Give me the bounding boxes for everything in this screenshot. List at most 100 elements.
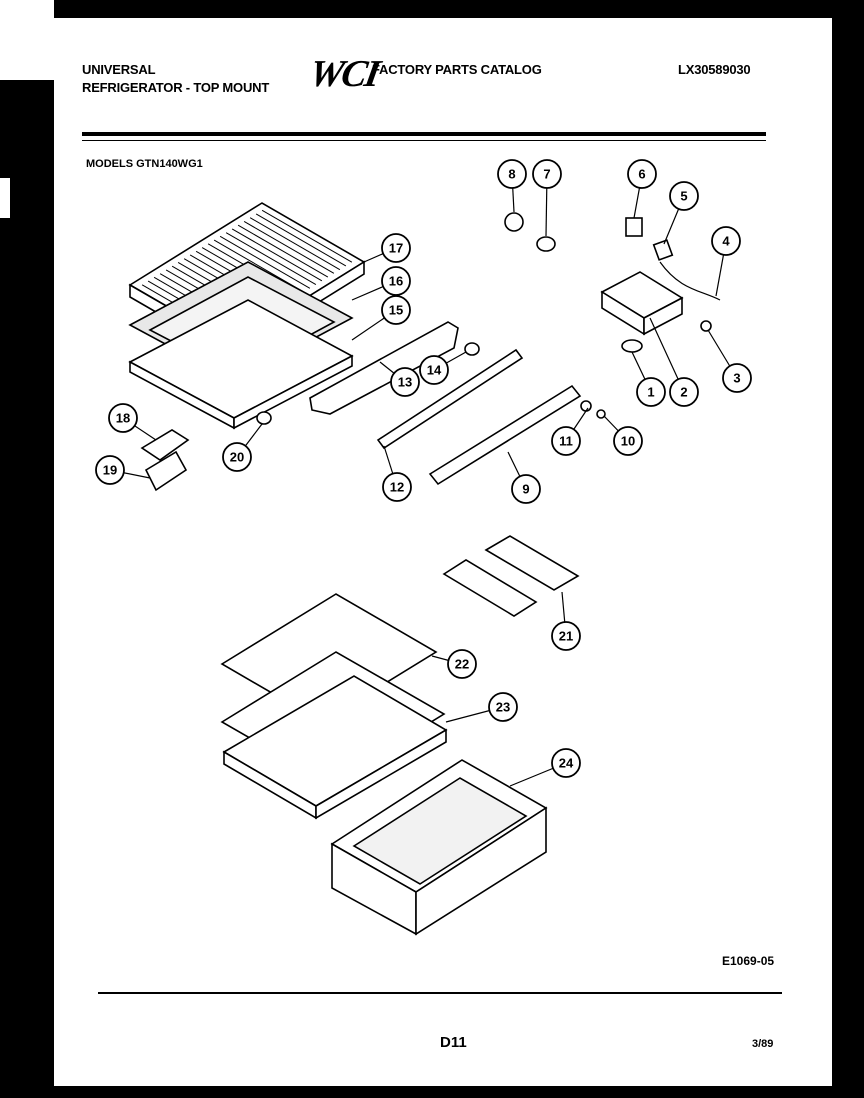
callout-number: 3 [733,371,740,386]
shelf-hatch-line [237,224,329,278]
callout-6: 6 [627,159,657,189]
callout-circle [419,355,449,385]
callout-20: 20 [222,442,252,472]
callout-circle [511,474,541,504]
part-21-ice-trays [442,535,580,617]
callout-9: 9 [511,474,541,504]
part-9-rail [428,384,582,486]
callout-11: 11 [551,426,581,456]
callout-number: 8 [508,167,515,182]
callout-circle [669,181,699,211]
shelf-hatch-line [243,221,335,274]
callout-number: 20 [230,450,244,465]
page-code: D11 [440,1034,467,1051]
diagram-code: E1069-05 [722,954,775,968]
shelf-hatch-line [261,209,353,263]
callout-circle [551,621,581,651]
callout-19: 19 [95,455,125,485]
callout-circle [669,377,699,407]
part-11-nut [580,400,592,412]
callout-circle [108,403,138,433]
part-14-bushing [464,342,480,356]
callout-23: 23 [488,692,518,722]
callout-number: 12 [390,480,404,495]
part-6-thermostat [625,217,643,237]
footer-rule [98,992,782,994]
callout-24: 24 [551,748,581,778]
callout-number: 15 [389,303,403,318]
callout-circle [627,159,657,189]
callout-circle [382,472,412,502]
header-rule-thin [82,140,766,141]
callout-number: 24 [559,756,574,771]
part-7-socket [536,236,556,252]
part-12-rail [376,348,524,450]
catalog-title: FACTORY PARTS CATALOG [372,62,542,77]
part-15-pan [128,299,354,430]
part-23-crisper-cover [222,675,448,820]
shelf-hatch-line [225,232,317,285]
callout-circle [222,442,252,472]
callout-circle [390,367,420,397]
callout-number: 11 [559,434,573,449]
catalog-number: LX30589030 [678,62,751,77]
callout-2: 2 [669,377,699,407]
callout-number: 10 [621,434,635,449]
callout-14: 14 [419,355,449,385]
part-4-wire [659,261,721,301]
callout-number: 9 [522,482,529,497]
callout-circle [613,426,643,456]
revision-date: 3/89 [752,1038,774,1050]
callout-number: 1 [647,385,654,400]
callout-12: 12 [382,472,412,502]
callout-circle [381,266,411,296]
callout-5: 5 [669,181,699,211]
callout-7: 7 [532,159,562,189]
callout-circle [722,363,752,393]
callout-circle [488,692,518,722]
callout-number: 16 [389,274,403,289]
callout-number: 13 [398,375,412,390]
callout-circle [95,455,125,485]
header-rule-thick [82,132,766,136]
shelf-hatch-line [249,217,341,271]
callout-8: 8 [497,159,527,189]
callout-22: 22 [447,649,477,679]
callout-number: 18 [116,411,130,426]
callout-21: 21 [551,621,581,651]
brand-line-2: REFRIGERATOR - TOP MOUNT [82,80,270,95]
callout-circle [636,377,666,407]
part-19-hinge-cover [144,450,188,492]
part-2-control-housing [600,271,684,336]
part-8-lamp [504,212,524,232]
callout-number: 4 [722,234,730,249]
shelf-hatch-line [255,213,347,267]
callout-circle [447,649,477,679]
scan-margin-tab [0,178,10,218]
shelf-hatch-line [219,235,311,289]
callout-circle [497,159,527,189]
callout-number: 21 [559,629,573,644]
callout-number: 23 [496,700,510,715]
part-10-screw [596,409,606,419]
callout-15: 15 [381,295,411,325]
callout-13: 13 [390,367,420,397]
callout-number: 5 [680,189,687,204]
callout-number: 2 [680,385,687,400]
part-5-switch [652,239,674,261]
part-1-knob [621,339,643,353]
callout-10: 10 [613,426,643,456]
callout-number: 19 [103,463,117,478]
brand-line-1: UNIVERSAL [82,62,156,77]
callout-number: 7 [543,167,550,182]
callout-circle [381,295,411,325]
part-18-hinge [140,429,190,461]
callout-number: 6 [638,167,645,182]
callout-1: 1 [636,377,666,407]
callout-4: 4 [711,226,741,256]
callout-circle [532,159,562,189]
callout-number: 17 [389,241,403,256]
shelf-hatch-line [231,228,323,282]
